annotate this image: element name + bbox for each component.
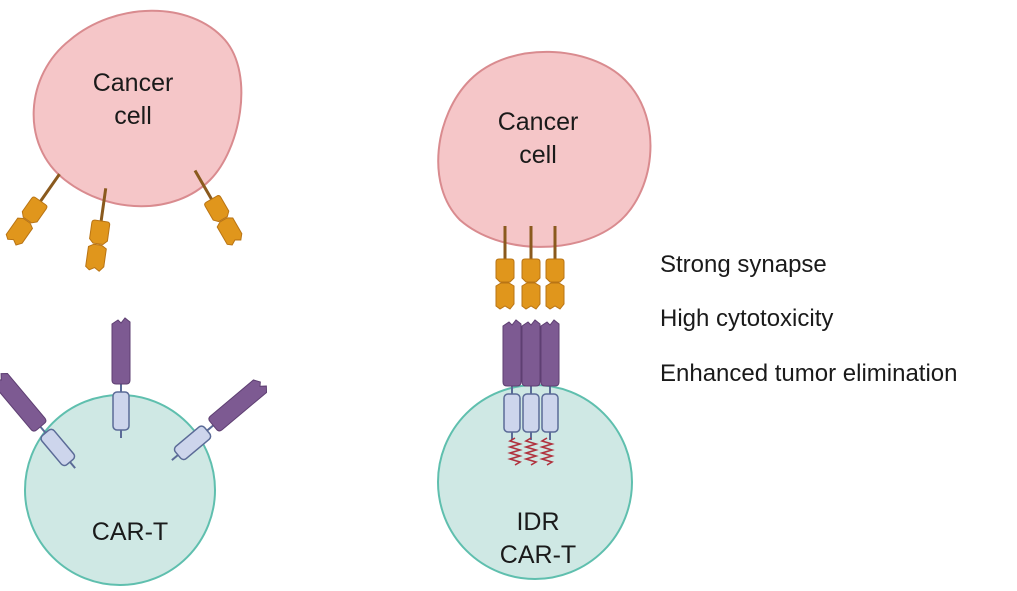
left-cancer-label-line1: Cancer xyxy=(93,69,174,97)
idr-squiggle-icon xyxy=(507,437,555,466)
outcome-enhanced-tumor-elimination: Enhanced tumor elimination xyxy=(660,360,958,387)
outcome-strong-synapse: Strong synapse xyxy=(660,251,827,278)
right-cancer-label-line2: cell xyxy=(519,141,557,169)
right-cancer-label-line1: Cancer xyxy=(498,108,579,136)
car-receptor-icon xyxy=(540,319,560,441)
car-receptor-icon xyxy=(502,319,522,441)
car-receptor-icon xyxy=(521,319,541,441)
left-panel: Cancer cell CAR-T xyxy=(0,9,271,586)
right-t-label-line1: IDR xyxy=(516,508,559,536)
left-cancer-label-line2: cell xyxy=(114,102,152,130)
right-cancer-cell xyxy=(437,50,652,248)
car-receptor-icon xyxy=(111,317,131,439)
left-cancer-cell xyxy=(32,9,243,208)
right-panel: Cancer cell IDR CAR-T xyxy=(437,50,652,580)
antigen-icon xyxy=(3,167,69,249)
outcome-high-cytotoxicity: High cytotoxicity xyxy=(660,305,833,332)
left-car-t-label: CAR-T xyxy=(92,518,168,546)
right-t-label-line2: CAR-T xyxy=(500,541,576,569)
outcome-list: Strong synapse High cytotoxicity Enhance… xyxy=(660,251,958,387)
